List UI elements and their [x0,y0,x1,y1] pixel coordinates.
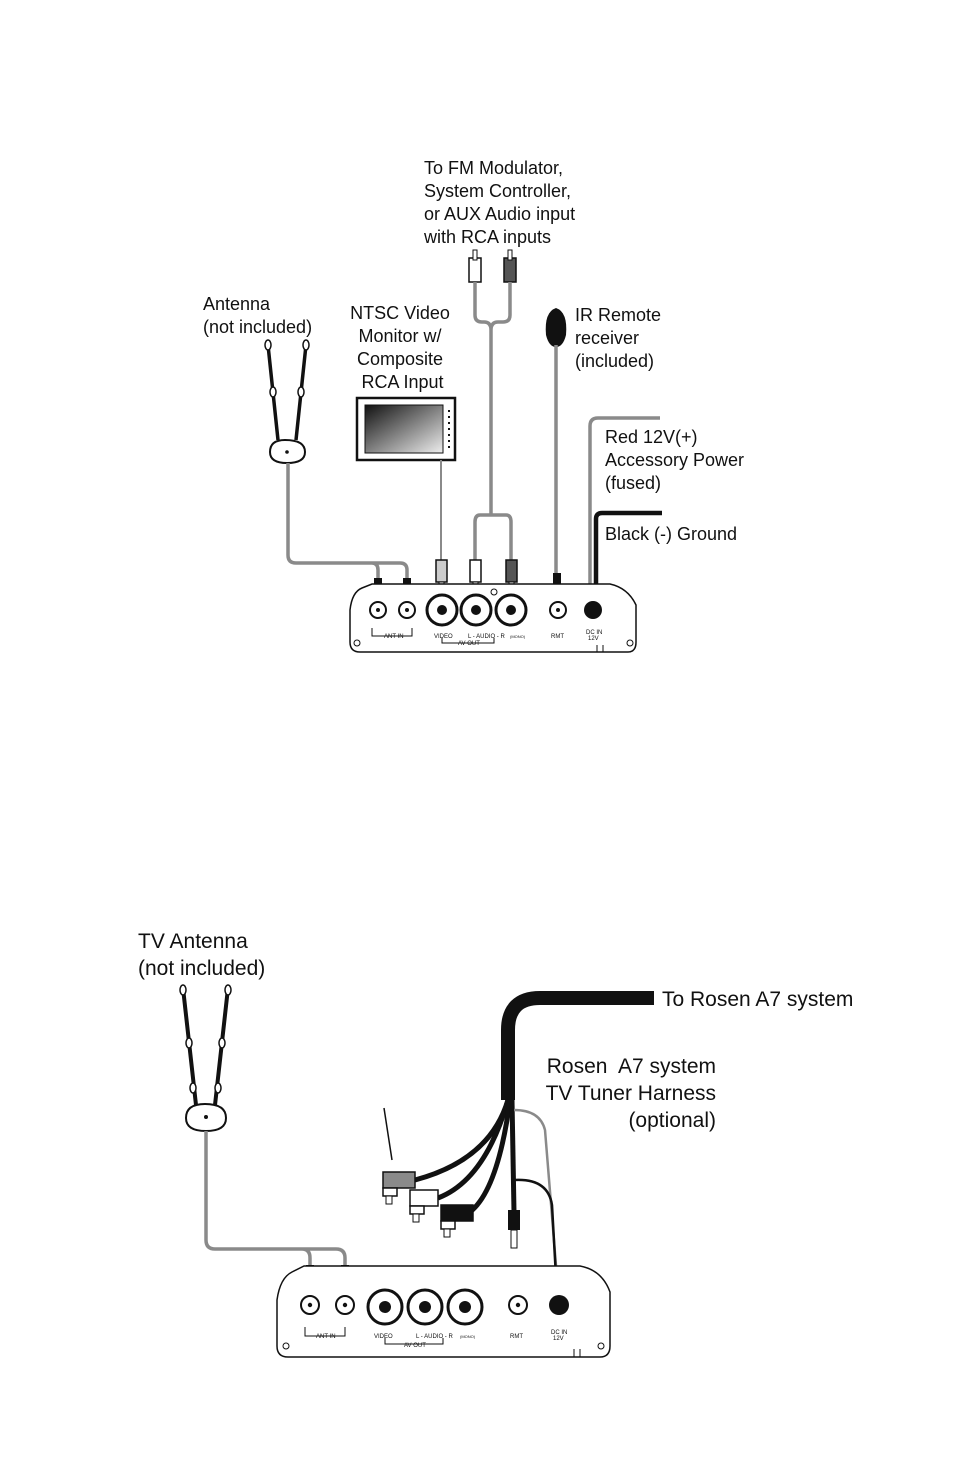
label-rosen-system: To Rosen A7 system [662,988,854,1011]
label-ir-remote: IR Remote receiver (included) [575,305,662,371]
panel-2-mono: (MONO) [460,1334,476,1339]
audio-cable [473,282,513,560]
panel-2-dcv: 12V [553,1336,564,1342]
panel-1-rmt: RMT [551,634,564,640]
black-ground-wire [593,510,662,600]
panel-1-avout: AV OUT [458,641,480,647]
ir-receiver [545,308,567,575]
red-power-wire [588,416,660,585]
antenna-1 [264,339,310,465]
panel-1-dcv: 12V [588,636,599,642]
panel-2-dcin: DC IN [551,1330,567,1336]
panel-2-rmt: RMT [510,1334,523,1340]
panel-2-avout: AV OUT [404,1343,426,1349]
antenna-2 [179,984,232,1133]
antenna-cable-1 [286,463,409,582]
label-harness: Rosen A7 system TV Tuner Harness (option… [545,1055,716,1132]
label-red-power: Red 12V(+) Accessory Power (fused) [605,427,745,493]
rosen-harness [382,991,654,1296]
panel-2-antin: ANT IN [316,1334,336,1340]
panel-1-antin: ANT IN [384,634,404,640]
tuner-panel-2: ANT IN VIDEO L - AUDIO - R (MONO) AV OUT… [276,1265,611,1358]
panel-1-mono: (MONO) [510,634,526,639]
panel-1-dcin: DC IN [586,630,602,636]
label-antenna: Antenna (not included) [203,294,313,337]
label-fm-modulator: To FM Modulator, System Controller, or A… [424,158,576,247]
tuner-panel-1: ANT IN VIDEO L - AUDIO - R (MONO) AV OUT… [349,583,637,653]
panel-2-video: VIDEO [374,1334,393,1340]
antenna-cable-2 [204,1131,347,1268]
label-black-ground: Black (-) Ground [605,524,738,544]
label-monitor: NTSC Video Monitor w/ Composite RCA Inpu… [350,303,450,392]
panel-1-video: VIDEO [434,634,453,640]
panel-2-audio: L - AUDIO - R [416,1334,453,1340]
panel-1-audio: L - AUDIO - R [468,634,505,640]
video-monitor [355,396,457,462]
rca-plugs-top [468,249,517,283]
label-tv-antenna: TV Antenna (not included) [138,930,266,980]
